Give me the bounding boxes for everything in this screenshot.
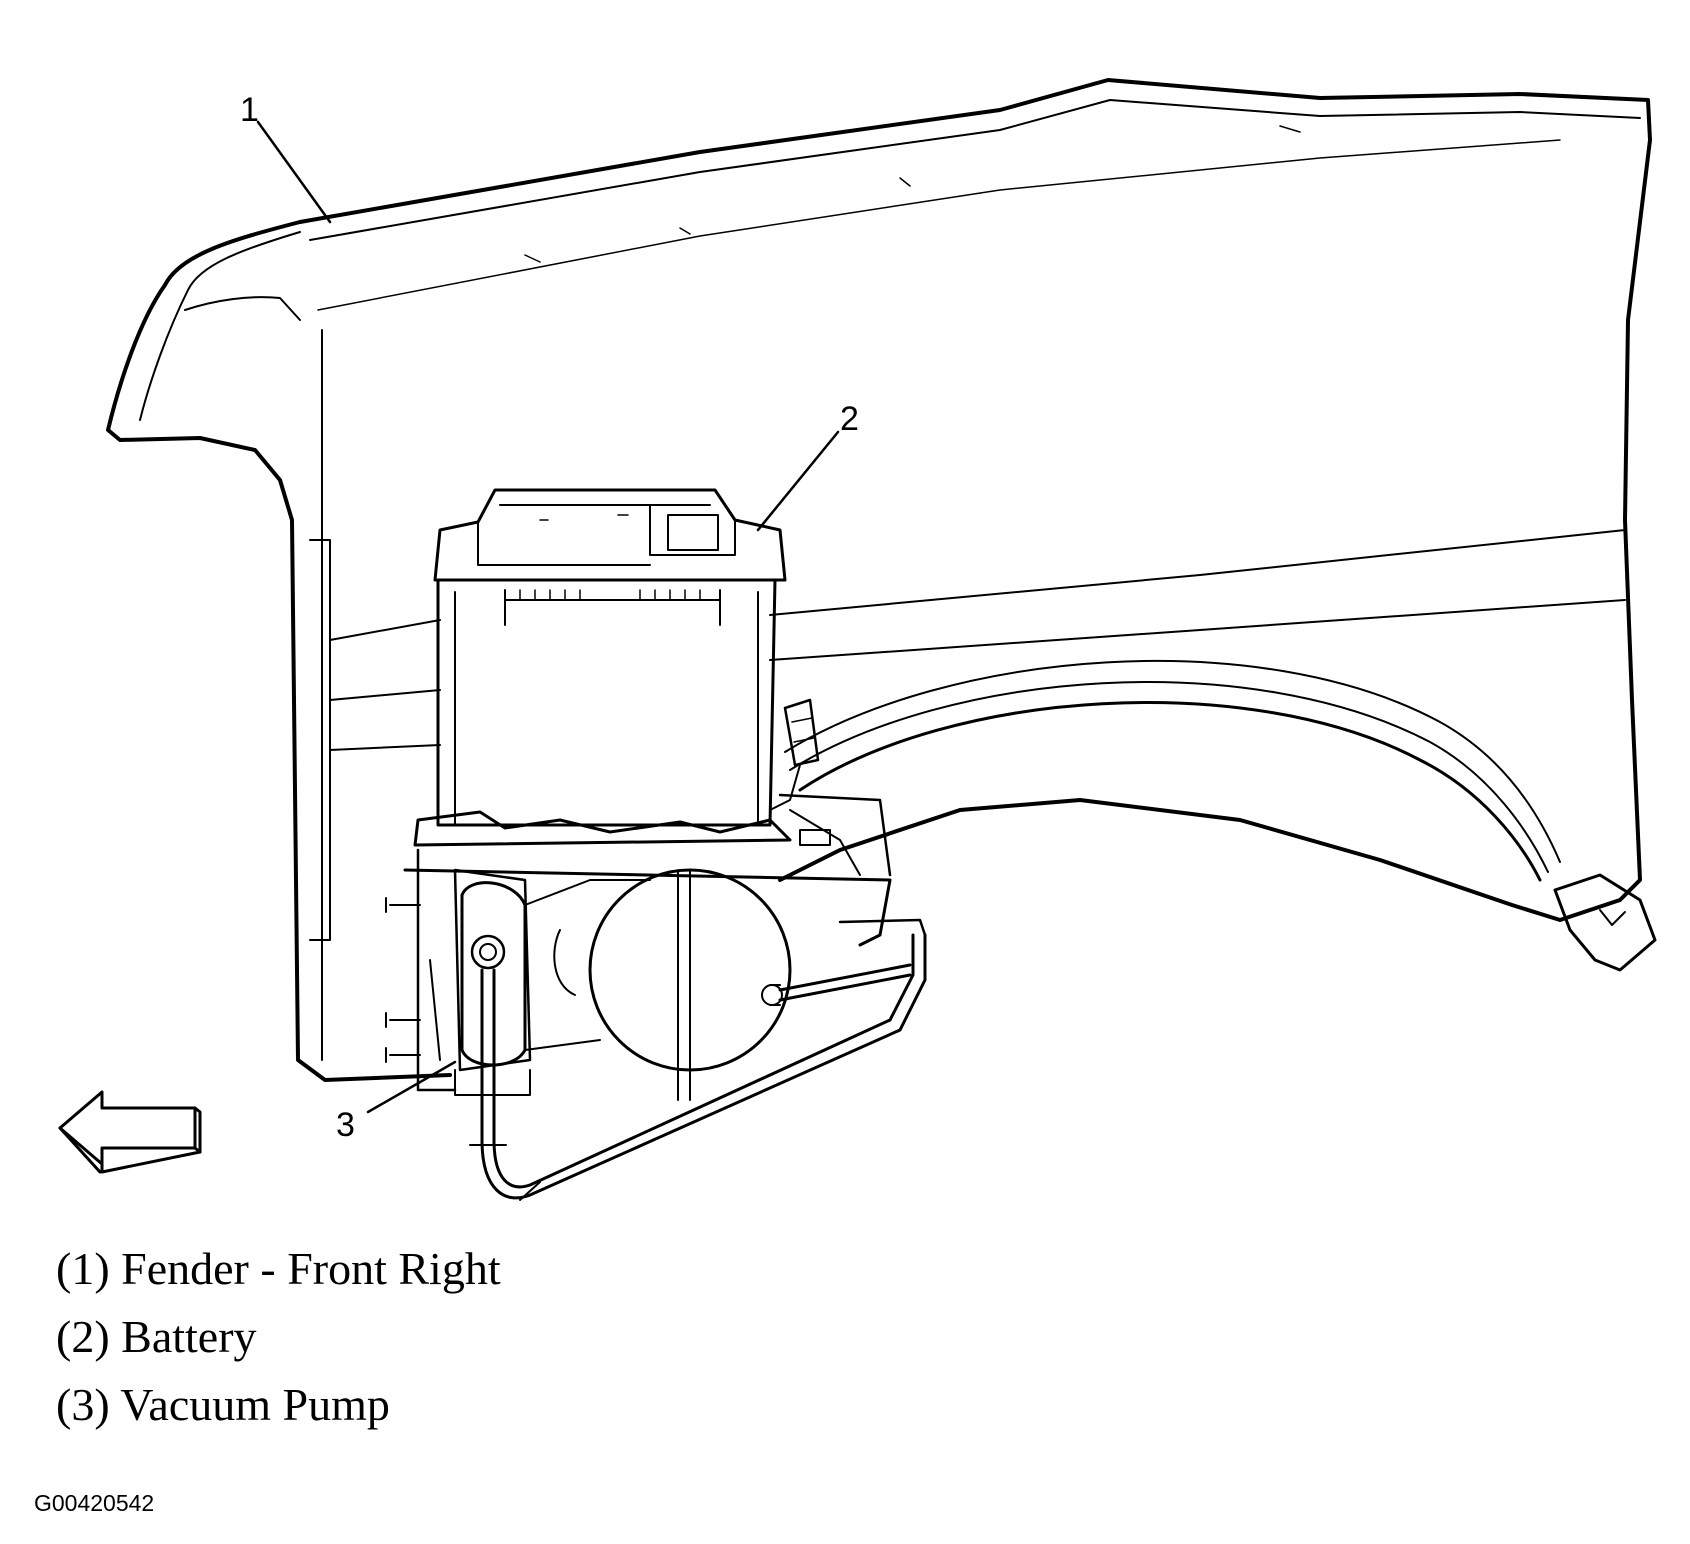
forward-arrow-icon <box>58 1090 202 1174</box>
callout-2: 2 <box>840 400 859 438</box>
battery-connector <box>769 698 820 811</box>
figure-id: G00420542 <box>34 1490 155 1516</box>
legend: (1) Fender - Front Right (2) Battery (3)… <box>56 1235 501 1439</box>
leader-line-3 <box>366 1060 457 1114</box>
battery-tray-bracket <box>385 793 892 1096</box>
leader-line-1 <box>256 120 332 224</box>
callout-1: 1 <box>240 91 259 129</box>
vacuum-hose <box>469 918 927 1201</box>
legend-item-battery: (2) Battery <box>56 1311 257 1362</box>
vacuum-pump <box>460 868 792 1101</box>
callout-3: 3 <box>336 1106 355 1144</box>
legend-item-vacuum-pump: (3) Vacuum Pump <box>56 1379 390 1430</box>
legend-item-fender: (1) Fender - Front Right <box>56 1243 501 1294</box>
battery <box>413 488 792 847</box>
fender-front-right <box>106 78 1657 1082</box>
leader-line-2 <box>756 430 840 532</box>
